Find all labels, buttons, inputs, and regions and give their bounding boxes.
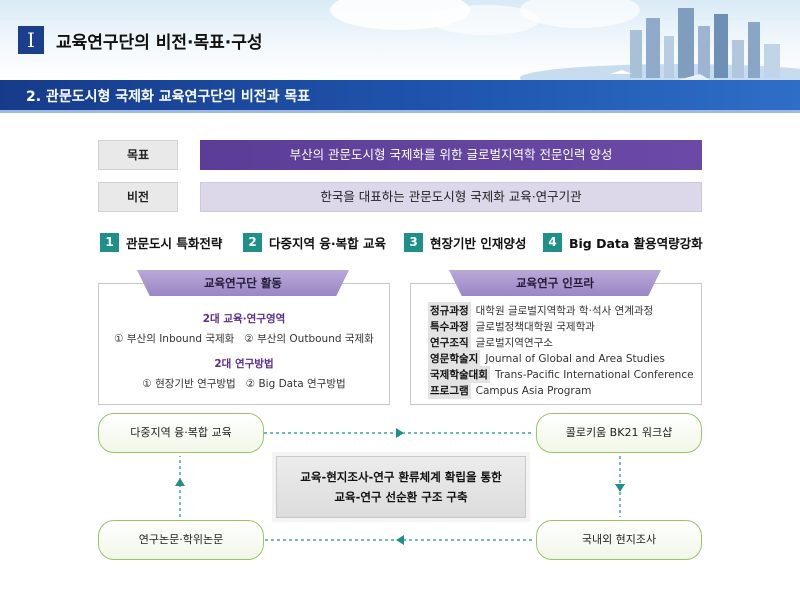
infra-key: 프로그램 [428,382,471,399]
section-numeral: I [18,26,44,54]
infra-row: 국제학술대회 Trans-Pacific International Confe… [428,366,694,383]
strategy-label: Big Data 활용역량강화 [569,235,703,251]
infra-row: 프로그램 Campus Asia Program [428,382,591,399]
subtitle-bar [0,80,800,110]
arrow-left-icon [396,535,404,545]
subtitle-underline [0,110,800,113]
activities-panel [98,283,390,405]
activities-area-title: 2대 교육·연구영역 [202,313,286,325]
infra-value: 글로벌지역연구소 [475,337,553,349]
city-skyline-icon [520,8,800,80]
strategy-label: 다중지역 융·복합 교육 [269,235,386,251]
cycle-node-colloquium: 콜로키움 BK21 워크샵 [536,413,702,453]
goal-label: 목표 [98,140,178,170]
activities-area-items: ① 부산의 Inbound 국제화 ② 부산의 Outbound 국제화 [114,333,374,345]
strategy-number: 2 [243,232,262,252]
infra-row: 연구조직 글로벌지역연구소 [428,334,553,351]
infra-key: 특수과정 [428,318,471,335]
arrow-right-icon [396,428,404,438]
strategy-label: 관문도시 특화전략 [126,235,223,251]
strategy-label: 현장기반 인재양성 [430,235,527,251]
strategy-number: 3 [404,232,423,252]
vision-value: 한국을 대표하는 관문도시형 국제화 교육·연구기관 [200,182,702,212]
infra-value: Journal of Global and Area Studies [485,352,665,365]
cycle-node-education: 다중지역 융·복합 교육 [98,413,264,453]
cycle-node-fieldwork: 국내외 현지조사 [536,520,702,560]
cycle-center-line-2: 교육-연구 선순환 구조 구축 [334,490,468,504]
strategy-number: 1 [100,232,119,252]
infra-key: 영문학술지 [428,350,481,367]
header-background [0,0,800,80]
infra-row: 특수과정 글로벌정책대학원 국제학과 [428,318,595,335]
strategy-2: 2 다중지역 융·복합 교육 [243,232,386,252]
infra-value: Campus Asia Program [475,384,592,397]
strategy-3: 3 현장기반 인재양성 [404,232,526,252]
infrastructure-panel-title: 교육연구 인프라 [449,270,661,296]
arrow-up-icon [175,478,185,486]
infra-key: 연구조직 [428,334,471,351]
infra-key: 정규과정 [428,302,471,319]
infra-value: 글로벌정책대학원 국제학과 [475,321,595,333]
cycle-center-box: 교육-현지조사-연구 환류체계 확립을 통한 교육-연구 선순환 구조 구축 [276,456,526,518]
strategy-4: 4 Big Data 활용역량강화 [543,232,703,252]
strategy-number: 4 [543,232,562,252]
infra-value: 대학원 글로벌지역학과 학·석사 연계과정 [475,305,654,317]
goal-value: 부산의 관문도시형 국제화를 위한 글로벌지역학 전문인력 양성 [200,140,702,170]
cycle-center-line-1: 교육-현지조사-연구 환류체계 확립을 통한 [300,470,502,484]
strategy-1: 1 관문도시 특화전략 [100,232,222,252]
vision-label: 비전 [98,182,178,212]
activities-method-items: ① 현장기반 연구방법 ② Big Data 연구방법 [142,378,346,390]
arrow-down-icon [615,484,625,492]
activities-panel-title: 교육연구단 활동 [137,270,349,296]
activities-method-title: 2대 연구방법 [214,358,274,370]
infra-key: 국제학술대회 [428,366,490,383]
infra-row: 정규과정 대학원 글로벌지역학과 학·석사 연계과정 [428,302,653,319]
infra-row: 영문학술지 Journal of Global and Area Studies [428,350,665,367]
cycle-node-papers: 연구논문·학위논문 [98,520,264,560]
infra-value: Trans-Pacific International Conference [494,368,694,381]
page-title: 교육연구단의 비전·목표·구성 [56,33,263,53]
page-subtitle: 2. 관문도시형 국제화 교육연구단의 비전과 목표 [26,89,311,105]
